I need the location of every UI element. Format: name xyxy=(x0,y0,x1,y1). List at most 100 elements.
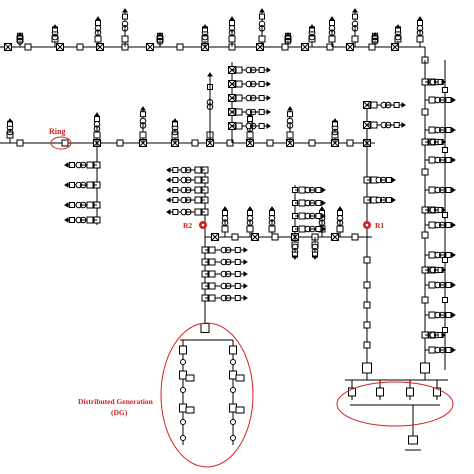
transformer-icon xyxy=(380,101,388,109)
load-arrow-icon xyxy=(266,95,271,101)
transformer-icon xyxy=(249,108,257,116)
load-arrow-icon xyxy=(243,247,248,253)
transformer-icon xyxy=(308,199,316,207)
breaker-icon xyxy=(231,233,239,241)
load-arrow-icon xyxy=(401,122,406,128)
transformer-icon xyxy=(249,94,257,102)
generator-icon xyxy=(180,387,186,393)
switch-mark xyxy=(211,233,219,241)
load-arrow-icon xyxy=(94,112,100,117)
transformer-icon xyxy=(75,161,83,169)
breaker-icon xyxy=(351,233,359,241)
transformer-icon xyxy=(375,176,383,184)
breaker-icon xyxy=(445,312,452,318)
generator-icon xyxy=(230,359,236,365)
transformer-icon xyxy=(249,122,257,130)
transformer-icon xyxy=(121,20,129,28)
distributed-generation-abbrev-label: (DG) xyxy=(111,408,128,417)
breaker-icon xyxy=(445,282,452,288)
load-arrow-icon xyxy=(451,187,456,193)
breaker-icon xyxy=(346,139,354,147)
breaker-icon xyxy=(385,197,392,203)
transformer-icon xyxy=(94,29,102,37)
load-arrow-icon xyxy=(441,139,446,145)
transformer-icon xyxy=(318,219,326,226)
breaker-icon xyxy=(222,210,228,216)
transformer-icon xyxy=(304,225,312,233)
load-arrow-icon xyxy=(95,16,101,21)
load-arrow-icon xyxy=(229,16,235,21)
load-arrow-icon xyxy=(287,106,293,111)
breaker-icon xyxy=(428,311,436,319)
breaker-icon xyxy=(445,222,452,228)
breaker-icon xyxy=(442,87,448,93)
transformer-icon xyxy=(79,201,87,209)
transformer-icon xyxy=(75,181,83,189)
breaker-icon xyxy=(16,139,24,147)
breaker-icon xyxy=(428,251,436,259)
breaker-icon xyxy=(315,200,322,206)
breaker-icon xyxy=(179,345,187,355)
transformer-icon xyxy=(351,25,359,32)
breaker-icon xyxy=(428,96,436,104)
switch-mark xyxy=(56,43,64,51)
transformer-icon xyxy=(308,186,316,194)
breaker-icon xyxy=(286,131,294,139)
breaker-icon xyxy=(416,35,424,43)
breaker-icon xyxy=(69,162,76,168)
load-arrow-icon xyxy=(243,271,248,277)
recloser-r1-label: R1 xyxy=(375,221,385,230)
switch-mark xyxy=(301,43,309,51)
breaker-icon xyxy=(337,210,343,216)
generator-icon xyxy=(180,359,186,365)
transformer-icon xyxy=(434,221,442,229)
transformer-icon xyxy=(434,186,442,194)
breaker-icon xyxy=(287,111,293,118)
breaker-icon xyxy=(235,122,243,130)
transformer-icon xyxy=(184,176,192,184)
transformer-icon xyxy=(429,206,437,214)
breaker-icon xyxy=(86,181,94,189)
transformer-icon xyxy=(184,208,192,216)
breaker-icon xyxy=(93,131,101,139)
generator-icon xyxy=(180,435,186,441)
breaker-icon xyxy=(179,370,187,380)
load-arrow-icon xyxy=(332,118,338,123)
transformer-icon xyxy=(93,125,101,132)
load-arrow-icon xyxy=(441,267,446,273)
transformer-icon xyxy=(394,33,402,41)
load-arrow-icon xyxy=(441,332,446,338)
transformer-icon xyxy=(291,243,299,251)
load-arrow-icon xyxy=(17,32,23,37)
transformer-icon xyxy=(249,66,257,74)
transformer-icon xyxy=(384,101,392,109)
transformer-icon xyxy=(429,331,437,339)
transformer-icon xyxy=(380,121,388,129)
breaker-icon xyxy=(363,341,371,349)
load-arrow-icon xyxy=(266,81,271,87)
load-arrow-icon xyxy=(222,206,228,211)
transformer-icon xyxy=(180,196,188,204)
breaker-icon xyxy=(191,139,199,147)
transformer-icon xyxy=(51,33,59,41)
switch-mark xyxy=(146,43,154,51)
load-arrow-icon xyxy=(7,118,13,123)
transformer-icon xyxy=(220,282,228,290)
load-arrow-icon xyxy=(285,32,291,37)
transformer-icon xyxy=(434,126,442,134)
breaker-icon xyxy=(234,247,241,253)
breaker-icon xyxy=(24,43,32,51)
transformer-icon xyxy=(304,199,312,207)
breaker-icon xyxy=(445,97,452,103)
load-arrow-icon xyxy=(391,177,396,183)
breaker-icon xyxy=(208,246,216,254)
switch-mark xyxy=(346,43,354,51)
load-arrow-icon xyxy=(309,24,315,29)
breaker-icon xyxy=(247,210,253,216)
breaker-icon xyxy=(258,81,265,87)
breaker-icon xyxy=(420,362,430,374)
transformer-icon xyxy=(224,270,232,278)
breaker-icon xyxy=(94,116,100,122)
breaker-icon xyxy=(445,187,452,193)
breaker-icon xyxy=(298,186,306,194)
